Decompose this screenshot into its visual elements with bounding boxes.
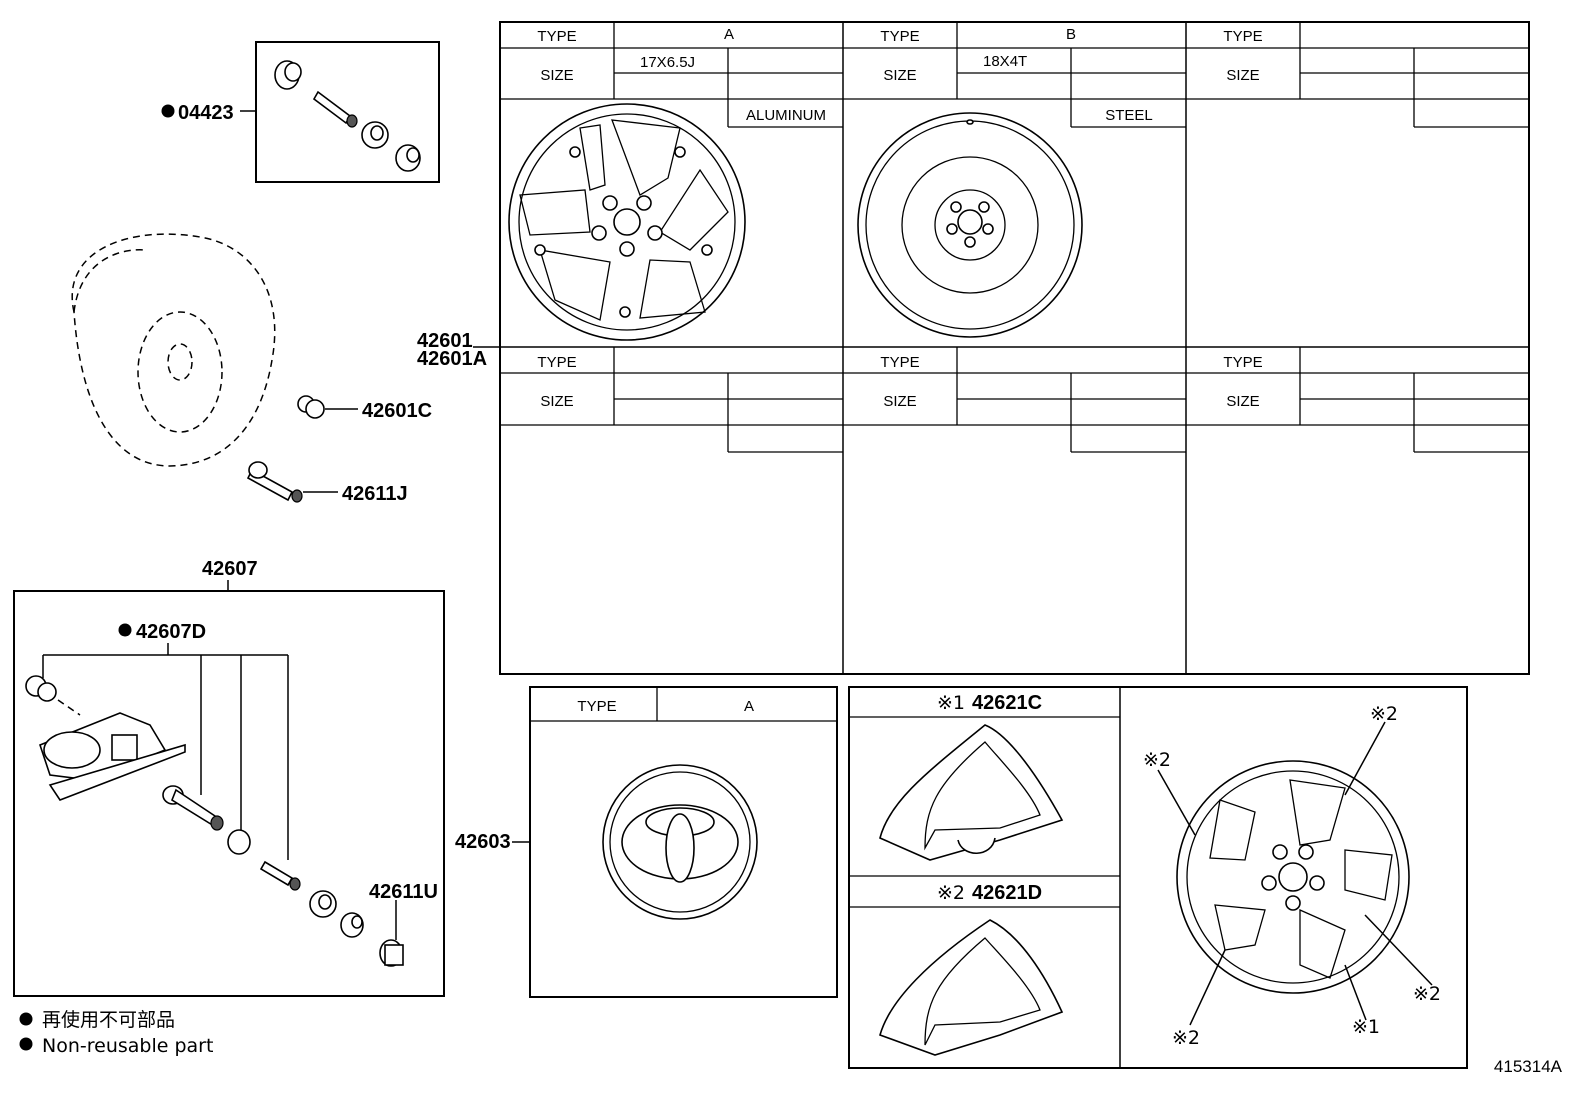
sensor-valve-core-icon (259, 860, 301, 891)
mark-2-right: ※2 (1413, 983, 1441, 1005)
tpms-sensor-group: 42607 42607D (13, 558, 445, 997)
mark-1-bottom: ※1 (1352, 1016, 1380, 1038)
cap-type-value: A (744, 698, 754, 715)
figure-number: 415314A (1494, 1057, 1563, 1076)
cover-piece-42621C-icon (879, 724, 1064, 861)
aluminum-wheel-icon (508, 103, 746, 341)
part-42611J-label: 42611J (342, 483, 408, 505)
part-42601-label: 42601 (417, 330, 473, 352)
type-label-d: TYPE (537, 354, 576, 371)
legend-english: Non-reusable part (42, 1035, 213, 1057)
size-label-d: SIZE (540, 393, 573, 410)
size-label-a: SIZE (540, 67, 573, 84)
tire-outline (71, 233, 276, 467)
cap-type-label: TYPE (577, 698, 616, 715)
part-42607D-label: 42607D (136, 621, 206, 643)
mark-1-header: ※1 (937, 692, 965, 714)
wheel-cover-assembly-icon (1157, 721, 1433, 1026)
type-label-f: TYPE (1223, 354, 1262, 371)
wheel-table: TYPE SIZE A 17X6.5J ALUMINUM TYPE SIZE B… (417, 21, 1530, 675)
cap-table: TYPE A 42603 (455, 686, 838, 998)
sensor-valve-stem-icon (162, 785, 224, 831)
tpms-sensor-body-icon (39, 712, 186, 801)
cover-piece-42621D-icon (879, 919, 1064, 1056)
mark-2-bottom: ※2 (1172, 1027, 1200, 1049)
sensor-nut-icon (340, 912, 364, 938)
steel-wheel-icon (857, 112, 1083, 338)
sensor-grommet-icon (227, 829, 251, 855)
type-b-value: B (1066, 26, 1076, 43)
valve-stem-group: 42611J (246, 461, 408, 505)
size-label-f: SIZE (1226, 393, 1259, 410)
center-cap-toyota-logo-icon (602, 764, 758, 920)
type-label-c: TYPE (1223, 28, 1262, 45)
balance-weight-group: 42601C (297, 395, 432, 422)
mark-2-top: ※2 (1370, 703, 1398, 725)
valve-cap-icon (274, 60, 302, 90)
type-label-a: TYPE (537, 28, 576, 45)
mark-2-left: ※2 (1143, 749, 1171, 771)
wheel-cover-box: ※1 42621C ※2 42621D (848, 686, 1468, 1069)
valve-nut-icon (395, 144, 421, 172)
type-label-e: TYPE (880, 354, 919, 371)
part-42603-label: 42603 (455, 831, 511, 853)
part-42601C-label: 42601C (362, 400, 432, 422)
size-label-c: SIZE (1226, 67, 1259, 84)
material-b-value: STEEL (1105, 107, 1153, 124)
type-a-value: A (724, 26, 734, 43)
part-42621C-label: 42621C (972, 692, 1042, 714)
sensor-cap-icon (379, 900, 404, 967)
part-42621D-label: 42621D (972, 882, 1042, 904)
part-42607-label: 42607 (202, 558, 258, 580)
valve-kit-group: 04423 (161, 41, 440, 183)
size-label-e: SIZE (883, 393, 916, 410)
size-a-value: 17X6.5J (640, 54, 695, 71)
legend: 再使用不可部品 Non-reusable part (19, 1009, 213, 1057)
mark-2-header: ※2 (937, 882, 965, 904)
sensor-screw-icon (25, 675, 81, 716)
size-label-b: SIZE (883, 67, 916, 84)
valve-core-icon (312, 90, 358, 128)
part-42611U-label: 42611U (369, 881, 438, 903)
material-a-value: ALUMINUM (746, 107, 826, 124)
type-label-b: TYPE (880, 28, 919, 45)
legend-japanese: 再使用不可部品 (42, 1009, 175, 1031)
sensor-washer-icon (309, 890, 337, 918)
part-04423-label: 04423 (178, 102, 234, 124)
part-42601A-label: 42601A (417, 348, 487, 370)
size-b-value: 18X4T (983, 53, 1027, 70)
washer-icon (361, 121, 389, 149)
